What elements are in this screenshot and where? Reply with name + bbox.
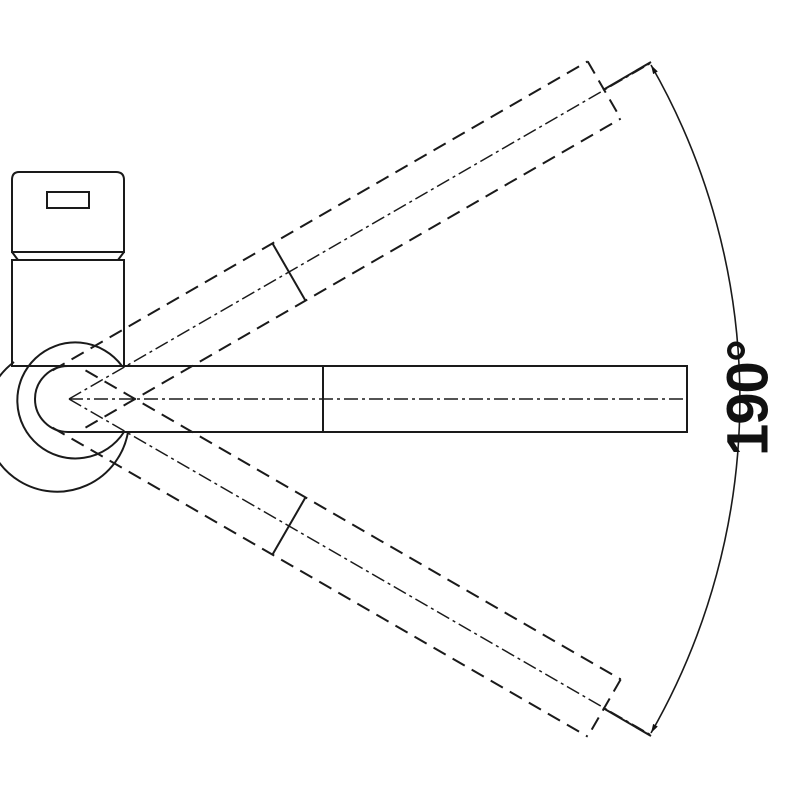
handle-slot [46, 191, 90, 209]
swivel-angle-label: 190° [715, 340, 781, 456]
swivel-base [0, 341, 129, 493]
spout-lower-position [52, 369, 651, 738]
dimension-arc [650, 64, 741, 734]
faucet-body [11, 171, 125, 367]
extension-line-upper [602, 61, 652, 91]
spout-center-position [34, 365, 688, 433]
spout-upper-position [52, 60, 651, 429]
extension-line-lower [602, 707, 652, 737]
